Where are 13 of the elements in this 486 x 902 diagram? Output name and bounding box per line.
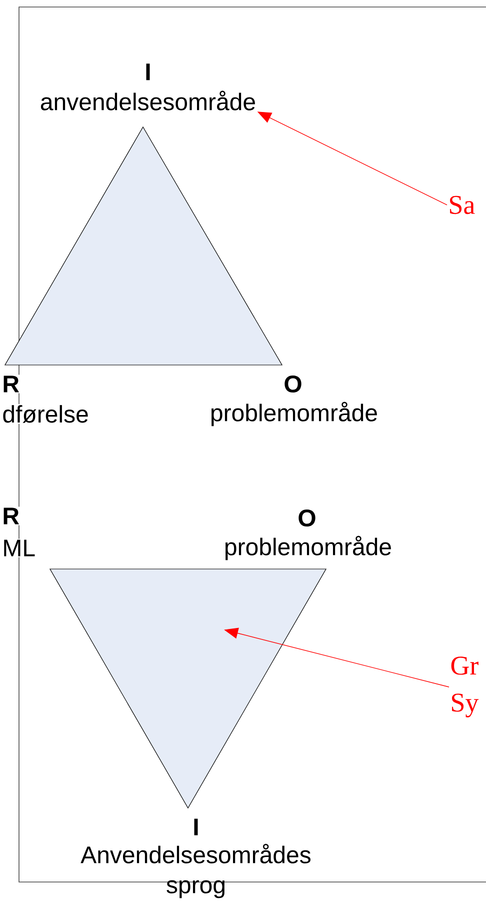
vertex-letter: I — [192, 818, 200, 836]
vertex-letter: O — [282, 374, 304, 394]
annotation-text: Sa — [450, 196, 475, 214]
vertex-letter: R — [1, 506, 21, 526]
vertex-label: problemområde — [208, 400, 380, 428]
vertex-letter: R — [1, 374, 21, 394]
annotation-text: Gr Sy — [451, 656, 479, 718]
vertex-label: ML — [1, 538, 37, 558]
vertex-label: dførelse — [1, 404, 90, 424]
vertex-label: problemområde — [222, 534, 394, 562]
vertex-letter: O — [296, 508, 318, 528]
vertex-label: Anvendelsesområdes sprog — [80, 844, 310, 898]
vertex-label: I anvendelsesområde — [40, 64, 255, 110]
